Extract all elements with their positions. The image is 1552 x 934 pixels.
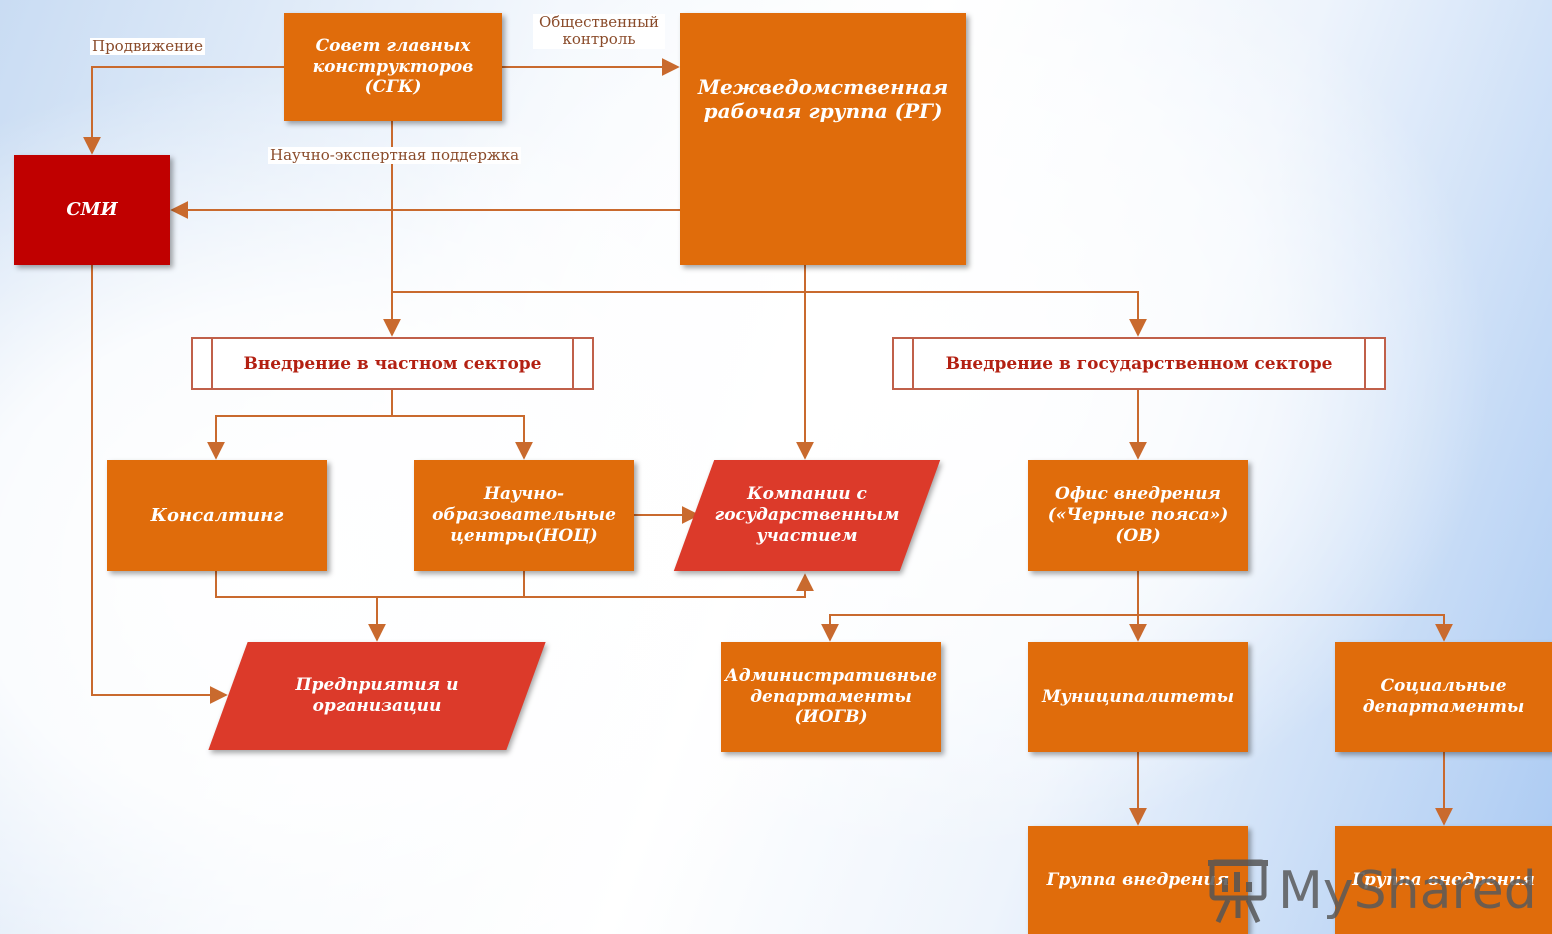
node-rg: Межведомственная рабочая группа (РГ) xyxy=(680,13,966,265)
edge-label-public-control: Общественный контроль xyxy=(533,13,665,49)
private-sector-label: Внедрение в частном секторе xyxy=(243,353,542,374)
state-companies-label: Компании с государственным участием xyxy=(714,484,900,546)
node-municipalities: Муниципалитеты xyxy=(1028,642,1248,752)
edge-private-noc xyxy=(392,415,533,460)
node-consulting: Консалтинг xyxy=(107,460,327,571)
edge-rg-sectors xyxy=(392,265,1138,335)
edge-bottom-bus xyxy=(215,571,814,598)
edge-label-promotion: Продвижение xyxy=(90,37,205,56)
node-private-sector: Внедрение в частном секторе xyxy=(191,337,594,390)
edge-ov-social xyxy=(1138,614,1453,642)
node-ov: Офис внедрения («Черные пояса») (ОВ) xyxy=(1028,460,1248,571)
edge-smi-enterprises xyxy=(91,265,228,704)
edge-label-expert-support: Научно-экспертная поддержка xyxy=(268,146,522,165)
state-sector-label: Внедрение в государственном секторе xyxy=(945,353,1333,374)
node-social-depts: Социальные департаменты xyxy=(1335,642,1552,752)
node-smi: СМИ xyxy=(14,155,170,265)
edge-private-split xyxy=(207,390,393,460)
edge-ov-admin xyxy=(821,614,1138,642)
presentation-board-icon xyxy=(1208,859,1268,924)
watermark-text: MyShared xyxy=(1278,861,1537,921)
enterprises-label: Предприятия и организации xyxy=(295,675,459,716)
node-enterprises: Предприятия и организации xyxy=(208,642,546,750)
node-state-sector: Внедрение в государственном секторе xyxy=(892,337,1386,390)
node-group-2: Группа внедрения xyxy=(1335,826,1552,934)
node-noc: Научно-образовательные центры(НОЦ) xyxy=(414,460,634,571)
node-group-1: Группа внедрения xyxy=(1028,826,1248,934)
node-sgk: Совет главных конструкторов (СГК) xyxy=(284,13,502,121)
watermark: MyShared xyxy=(1206,858,1537,924)
edge-sgk-smi xyxy=(83,66,284,155)
node-admin-depts: Административные департаменты (ИОГВ) xyxy=(721,642,941,752)
node-state-companies: Компании с государственным участием xyxy=(673,460,941,571)
